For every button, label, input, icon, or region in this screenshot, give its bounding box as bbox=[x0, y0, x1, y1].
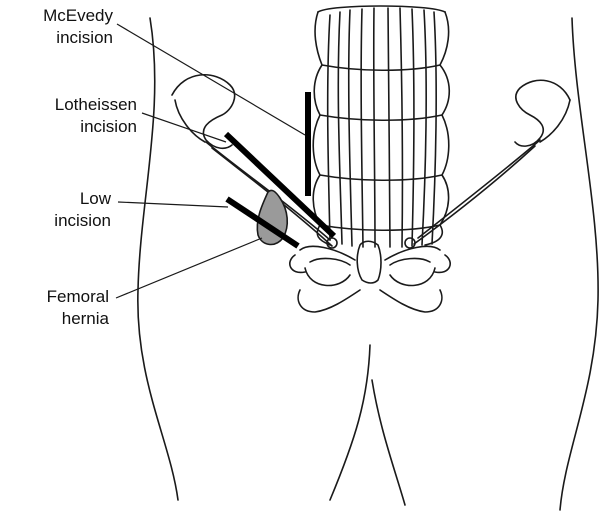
femoral-leader bbox=[116, 238, 262, 298]
leg-line-right bbox=[372, 380, 405, 505]
femoral-label-line2: hernia bbox=[0, 308, 109, 330]
lotheissen-leader bbox=[142, 113, 226, 142]
right-iliac-crest bbox=[515, 80, 570, 146]
mcevedy-incision-label: McEvedy incision bbox=[0, 5, 113, 49]
leg-line-left bbox=[330, 345, 370, 500]
femoral-hernia-label: Femoral hernia bbox=[0, 286, 109, 330]
lotheissen-label-line1: Lotheissen bbox=[17, 94, 137, 116]
lotheissen-incision-label: Lotheissen incision bbox=[17, 94, 137, 138]
body-outline-left bbox=[138, 18, 178, 500]
colon bbox=[313, 6, 449, 247]
mcevedy-label-line1: McEvedy bbox=[0, 5, 113, 27]
low-label-line2: incision bbox=[0, 210, 111, 232]
low-incision-label: Low incision bbox=[0, 188, 111, 232]
mcevedy-leader bbox=[117, 24, 305, 135]
low-leader bbox=[118, 202, 228, 207]
lotheissen-label-line2: incision bbox=[17, 116, 137, 138]
mcevedy-label-line2: incision bbox=[0, 27, 113, 49]
low-label-line1: Low bbox=[0, 188, 111, 210]
pelvis bbox=[290, 241, 450, 312]
femoral-label-line1: Femoral bbox=[0, 286, 109, 308]
